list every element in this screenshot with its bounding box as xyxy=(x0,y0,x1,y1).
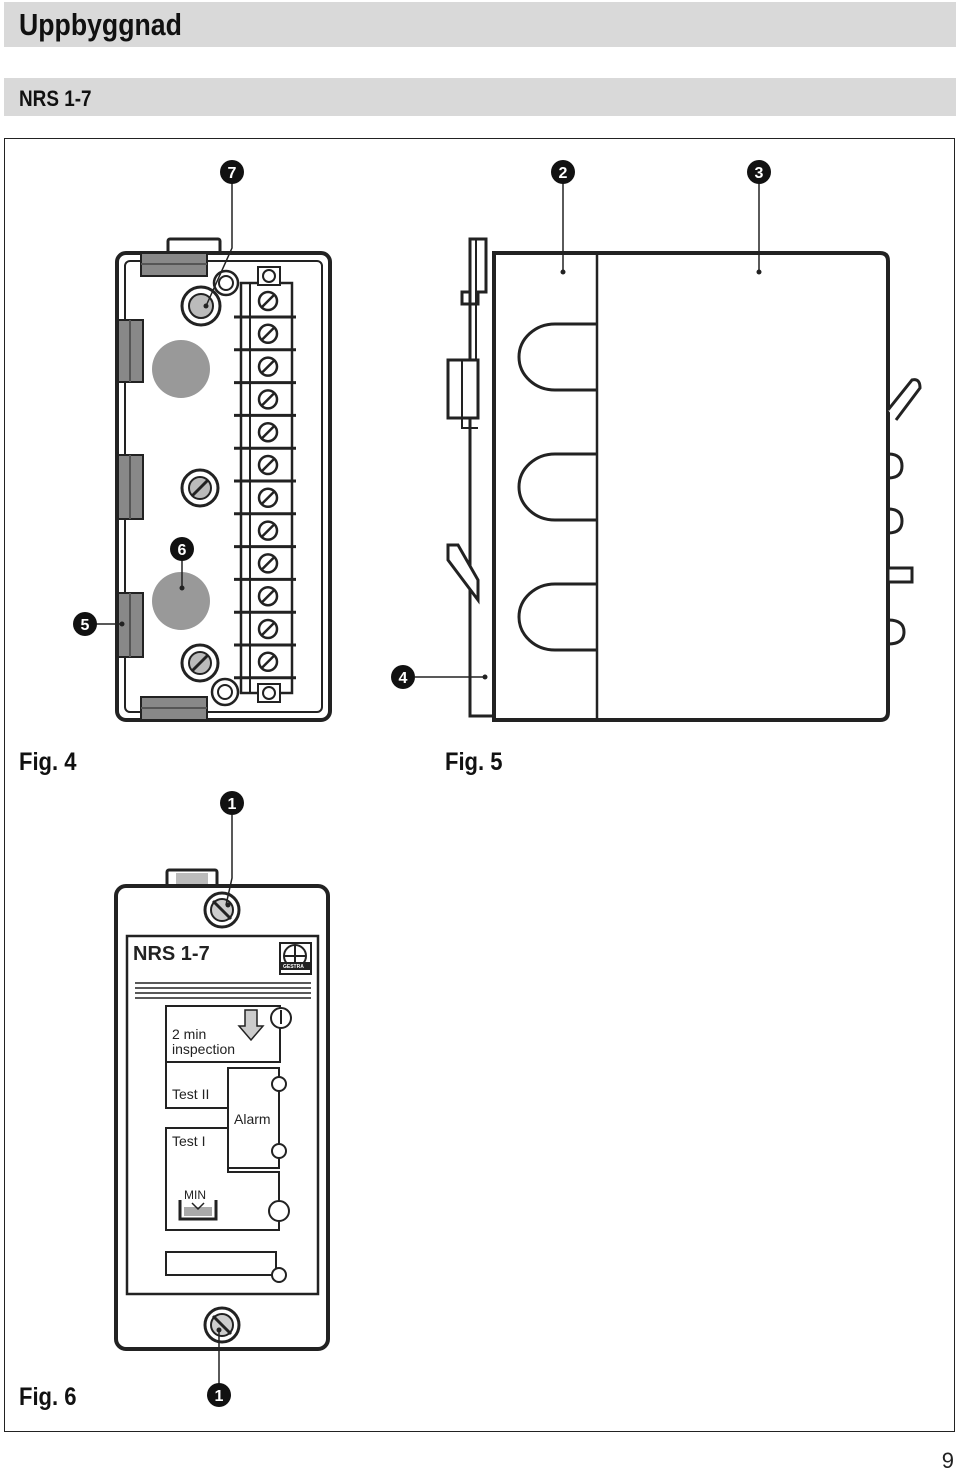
plate-test2: Test II xyxy=(172,1086,209,1102)
leader-lines xyxy=(96,182,760,1384)
page-number: 9 xyxy=(941,1448,954,1473)
section-title-bar: Uppbyggnad xyxy=(4,2,956,47)
terminal-screw-slot xyxy=(261,490,275,505)
callout-marker: 2 xyxy=(551,160,575,184)
svg-text:6: 6 xyxy=(178,542,187,559)
fig6-label: Fig. 6 xyxy=(19,1383,77,1411)
svg-text:2: 2 xyxy=(559,165,568,182)
plate-inspection-line1: 2 min xyxy=(172,1026,206,1042)
plate-inspection-line2: inspection xyxy=(172,1041,235,1057)
figure-frame xyxy=(4,138,955,1432)
callout-marker: 6 xyxy=(170,537,194,561)
plate-model: NRS 1-7 xyxy=(133,943,210,965)
svg-text:1: 1 xyxy=(215,1388,224,1405)
terminal-screw-slot xyxy=(261,294,275,308)
terminal-screw-slot xyxy=(261,589,275,604)
plate-logo-text: GESTRA xyxy=(283,964,304,970)
callout-marker: 4 xyxy=(391,665,415,689)
terminal-screw-slot xyxy=(261,622,275,636)
svg-text:1: 1 xyxy=(228,796,237,813)
plate-alarm: Alarm xyxy=(234,1111,271,1127)
terminal-screw-slot xyxy=(261,458,275,472)
terminal-screw-slot xyxy=(261,326,275,341)
fig6-drawing xyxy=(114,868,330,1351)
svg-text:4: 4 xyxy=(399,670,408,687)
terminal-screw-slot xyxy=(261,556,275,571)
svg-text:3: 3 xyxy=(755,165,764,182)
terminal-screw-slot xyxy=(261,425,275,440)
callout-marker: 3 xyxy=(747,160,771,184)
section-title: Uppbyggnad xyxy=(19,7,182,42)
fig5-label: Fig. 5 xyxy=(445,748,503,776)
callout-marker: 5 xyxy=(73,612,97,636)
terminal-screw-slot xyxy=(261,654,275,669)
svg-text:5: 5 xyxy=(81,617,90,634)
callout-marker: 1 xyxy=(220,791,244,815)
callout-marker: 7 xyxy=(220,160,244,184)
fig5-drawing xyxy=(446,237,922,722)
plate-test1: Test I xyxy=(172,1133,205,1149)
svg-text:7: 7 xyxy=(228,165,237,182)
terminal-screw-slot xyxy=(261,523,275,538)
plate-min: MIN xyxy=(184,1188,206,1202)
terminal-screw-slot xyxy=(261,392,275,407)
subsection-title: NRS 1-7 xyxy=(19,86,92,111)
terminal-screws xyxy=(234,290,296,680)
terminal-screw-slot xyxy=(261,359,275,374)
callout-marker: 1 xyxy=(207,1383,231,1407)
fig4-label: Fig. 4 xyxy=(19,748,77,776)
subsection-title-bar: NRS 1-7 xyxy=(4,78,956,116)
fig4-drawing xyxy=(115,237,332,722)
